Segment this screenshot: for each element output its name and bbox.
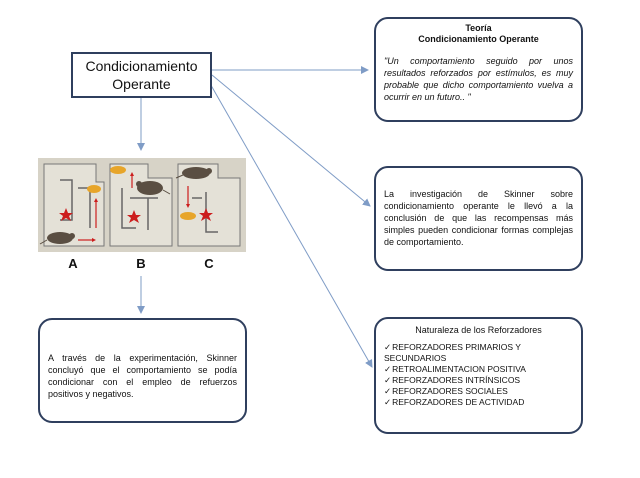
cheese-icon <box>87 185 101 193</box>
maze-panel-a <box>40 164 104 246</box>
cheese-icon <box>110 166 126 174</box>
maze-label-a: A <box>63 256 83 271</box>
theory-subheading: Condicionamiento Operante <box>384 34 573 45</box>
skinner-text: La investigación de Skinner sobre condic… <box>384 188 573 248</box>
cheese-icon <box>180 212 196 220</box>
rat-icon <box>182 167 210 179</box>
checkmark-icon: ✓ <box>384 397 391 407</box>
list-item: ✓REFORZADORES SOCIALES <box>384 386 573 397</box>
main-concept-box: Condicionamiento Operante <box>71 52 212 98</box>
main-title-line1: Condicionamiento <box>85 57 197 75</box>
theory-heading: Teoría <box>384 23 573 34</box>
reinforcer-label: REFORZADORES INTRÍNSICOS <box>392 375 520 385</box>
reinforcers-list: ✓REFORZADORES PRIMARIOS Y SECUNDARIOS ✓R… <box>384 342 573 408</box>
checkmark-icon: ✓ <box>384 342 391 352</box>
maze-label-b: B <box>131 256 151 271</box>
rat-icon <box>47 232 73 244</box>
reinforcer-label: RETROALIMENTACION POSITIVA <box>392 364 526 374</box>
maze-label-c: C <box>199 256 219 271</box>
list-item: ✓REFORZADORES INTRÍNSICOS <box>384 375 573 386</box>
theory-box: Teoría Condicionamiento Operante "Un com… <box>374 17 583 122</box>
checkmark-icon: ✓ <box>384 375 391 385</box>
skinner-conclusion-box: La investigación de Skinner sobre condic… <box>374 166 583 271</box>
reinforcers-title: Naturaleza de los Reforzadores <box>384 324 573 336</box>
checkmark-icon: ✓ <box>384 386 391 396</box>
list-item: ✓RETROALIMENTACION POSITIVA <box>384 364 573 375</box>
reinforcer-label: REFORZADORES DE ACTIVIDAD <box>392 397 524 407</box>
reinforcers-box: Naturaleza de los Reforzadores ✓REFORZAD… <box>374 317 583 434</box>
list-item: ✓REFORZADORES PRIMARIOS Y SECUNDARIOS <box>384 342 573 364</box>
experiment-text: A través de la experimentación, Skinner … <box>48 352 237 400</box>
checkmark-icon: ✓ <box>384 364 391 374</box>
main-title-line2: Operante <box>85 75 197 93</box>
experiment-box: A través de la experimentación, Skinner … <box>38 318 247 423</box>
reinforcer-label: REFORZADORES PRIMARIOS Y SECUNDARIOS <box>384 342 521 363</box>
reinforcer-label: REFORZADORES SOCIALES <box>392 386 508 396</box>
theory-quote: "Un comportamiento seguido por unos resu… <box>384 55 573 103</box>
list-item: ✓REFORZADORES DE ACTIVIDAD <box>384 397 573 408</box>
